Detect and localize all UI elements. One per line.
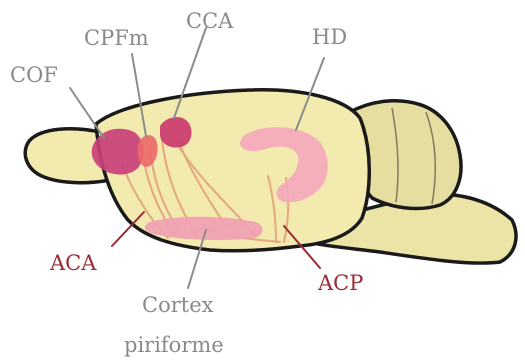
label-cpfm: CPFm [84, 26, 149, 50]
label-cof: COF [10, 63, 58, 87]
label-cca: CCA [186, 9, 234, 33]
label-piriforme: piriforme [124, 333, 224, 357]
label-hd: HD [312, 25, 347, 49]
label-aca: ACA [49, 251, 97, 275]
label-acp: ACP [317, 271, 363, 295]
label-cortex: Cortex [142, 293, 214, 317]
cca-region [160, 117, 191, 147]
